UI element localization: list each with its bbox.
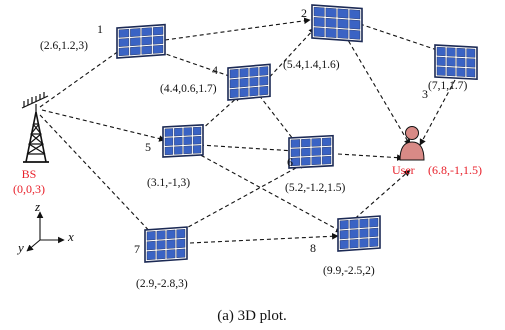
base-station-icon bbox=[21, 92, 49, 163]
ris3-coords: (7,1,1.7) bbox=[428, 80, 467, 92]
ris-panel-7 bbox=[144, 226, 188, 263]
axis-y-label: y bbox=[16, 240, 24, 255]
ris-panel-6 bbox=[288, 134, 334, 169]
ris3-number: 3 bbox=[422, 87, 428, 101]
axis-x-label: x bbox=[67, 229, 74, 244]
link-ris1-ris4 bbox=[159, 51, 236, 80]
link-bs-ris1 bbox=[39, 47, 124, 108]
ris5-coords: (3.1,-1,3) bbox=[147, 177, 190, 189]
link-bs-ris5 bbox=[41, 109, 166, 142]
figure-caption: (a) 3D plot. bbox=[217, 308, 287, 324]
user-coords: (6.8,-1,1.5) bbox=[428, 163, 482, 177]
ris-panel-5 bbox=[162, 124, 204, 158]
ris-panels bbox=[116, 4, 478, 263]
link-ris3-user bbox=[419, 79, 456, 146]
axis-z-label: z bbox=[34, 199, 40, 214]
ris6-number: 6 bbox=[287, 155, 293, 169]
axes-icon bbox=[26, 211, 65, 252]
bs-coords: (0,0,3) bbox=[13, 182, 45, 196]
link-lines bbox=[39, 17, 456, 244]
link-ris2-user bbox=[344, 34, 411, 146]
link-ris7-ris8 bbox=[189, 232, 339, 244]
link-ris7-ris6 bbox=[169, 162, 306, 238]
ris-panel-4 bbox=[227, 63, 271, 101]
link-ris5-ris6 bbox=[199, 144, 296, 154]
user-label: User bbox=[392, 163, 415, 177]
link-ris6-user bbox=[337, 153, 404, 161]
link-ris8-user bbox=[349, 169, 411, 224]
ris-panel-8 bbox=[337, 215, 381, 252]
ris-panel-3 bbox=[434, 44, 478, 81]
link-ris1-ris2 bbox=[164, 17, 311, 41]
link-ris5-ris4 bbox=[189, 94, 241, 141]
ris2-number: 2 bbox=[301, 6, 307, 20]
ris1-number: 1 bbox=[97, 22, 103, 36]
ris-panel-2 bbox=[311, 4, 363, 43]
ris4-number: 4 bbox=[212, 63, 218, 77]
link-ris4-ris2 bbox=[264, 27, 316, 83]
ris1-coords: (2.6,1.2,3) bbox=[40, 40, 88, 52]
ris4-coords: (4.4,0.6,1.7) bbox=[160, 83, 217, 95]
ris5-number: 5 bbox=[145, 140, 151, 154]
link-ris4-ris6 bbox=[254, 89, 301, 149]
ris-panel-1 bbox=[116, 23, 166, 59]
bs-label: BS bbox=[22, 167, 37, 181]
ris8-number: 8 bbox=[310, 241, 316, 255]
user-icon bbox=[399, 126, 425, 161]
ris7-coords: (2.9,-2.8,3) bbox=[136, 278, 188, 290]
ris6-coords: (5.2,-1.2,1.5) bbox=[285, 182, 346, 194]
ris8-coords: (9.9,-2.5,2) bbox=[323, 265, 375, 277]
ris2-coords: (5.4,1.4,1.6) bbox=[283, 59, 340, 71]
ris7-number: 7 bbox=[134, 242, 140, 256]
